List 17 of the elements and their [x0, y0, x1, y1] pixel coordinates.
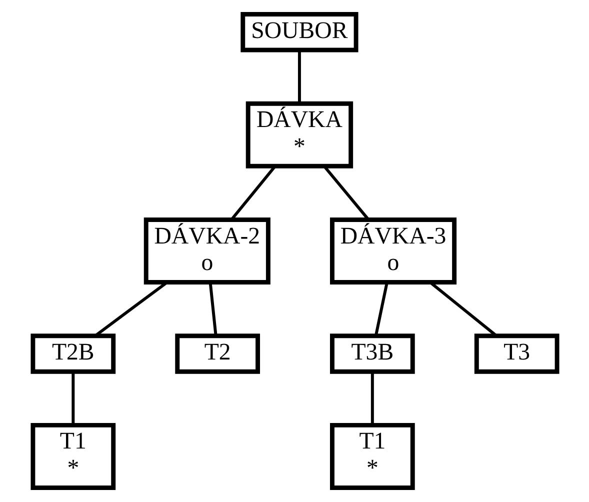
node-box: T2 [174, 334, 260, 374]
connector [322, 166, 370, 220]
connector [208, 282, 217, 336]
node-box: T1 * [30, 422, 116, 490]
node-box: T3B [329, 334, 414, 374]
connector [374, 282, 388, 336]
connector [230, 166, 276, 220]
node-box: T3 [474, 334, 559, 374]
node-box: DÁVKA-2 o [143, 218, 270, 284]
node-box: DÁVKA * [245, 101, 353, 168]
node-box: DÁVKA-3 o [329, 218, 456, 284]
node-box: T1 * [329, 422, 414, 490]
connector [71, 372, 74, 426]
connector [297, 50, 300, 104]
node-box: T2B [30, 334, 116, 374]
connector [370, 372, 374, 426]
node-box: SOUBOR [240, 12, 358, 52]
